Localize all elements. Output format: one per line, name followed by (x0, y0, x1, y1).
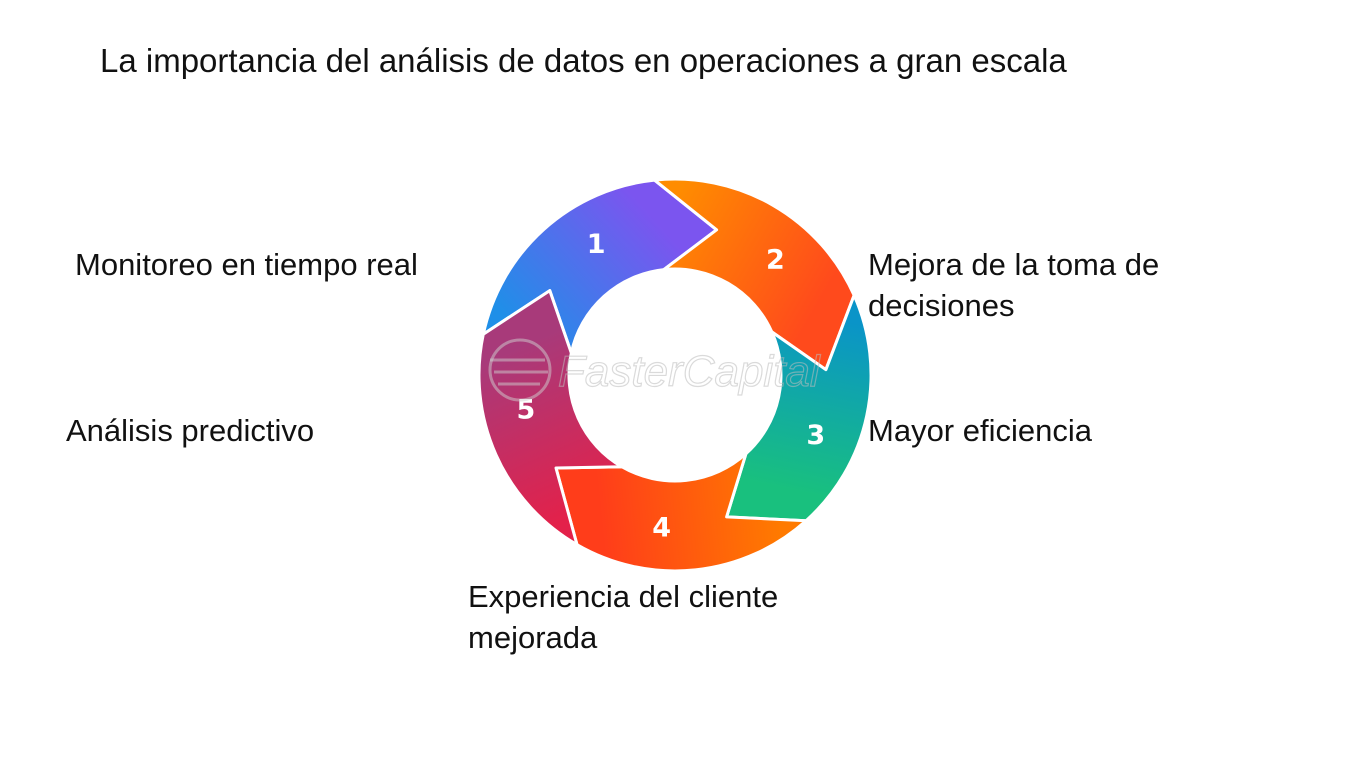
cycle-segment-5 (477, 289, 624, 547)
page-title: La importancia del análisis de datos en … (100, 42, 1067, 79)
step-label-5: Monitoreo en tiempo real (75, 247, 418, 282)
step-number-4: 4 (652, 512, 671, 543)
step-label-4: Análisis predictivo (66, 413, 315, 448)
step-number-5: 5 (517, 394, 536, 425)
watermark-text: FasterCapital (558, 347, 821, 396)
step-label-1: Mejora de la toma de decisiones (868, 247, 1160, 323)
step-number-2: 2 (766, 245, 785, 276)
watermark-speed-lines (490, 358, 548, 386)
step-number-3: 3 (806, 420, 825, 451)
step-label-3: Experiencia del cliente mejorada (468, 579, 779, 655)
watermark: FasterCapital (488, 338, 821, 402)
watermark-logo-icon (488, 338, 552, 402)
step-number-1: 1 (587, 229, 606, 260)
step-label-2: Mayor eficiencia (868, 413, 1092, 448)
